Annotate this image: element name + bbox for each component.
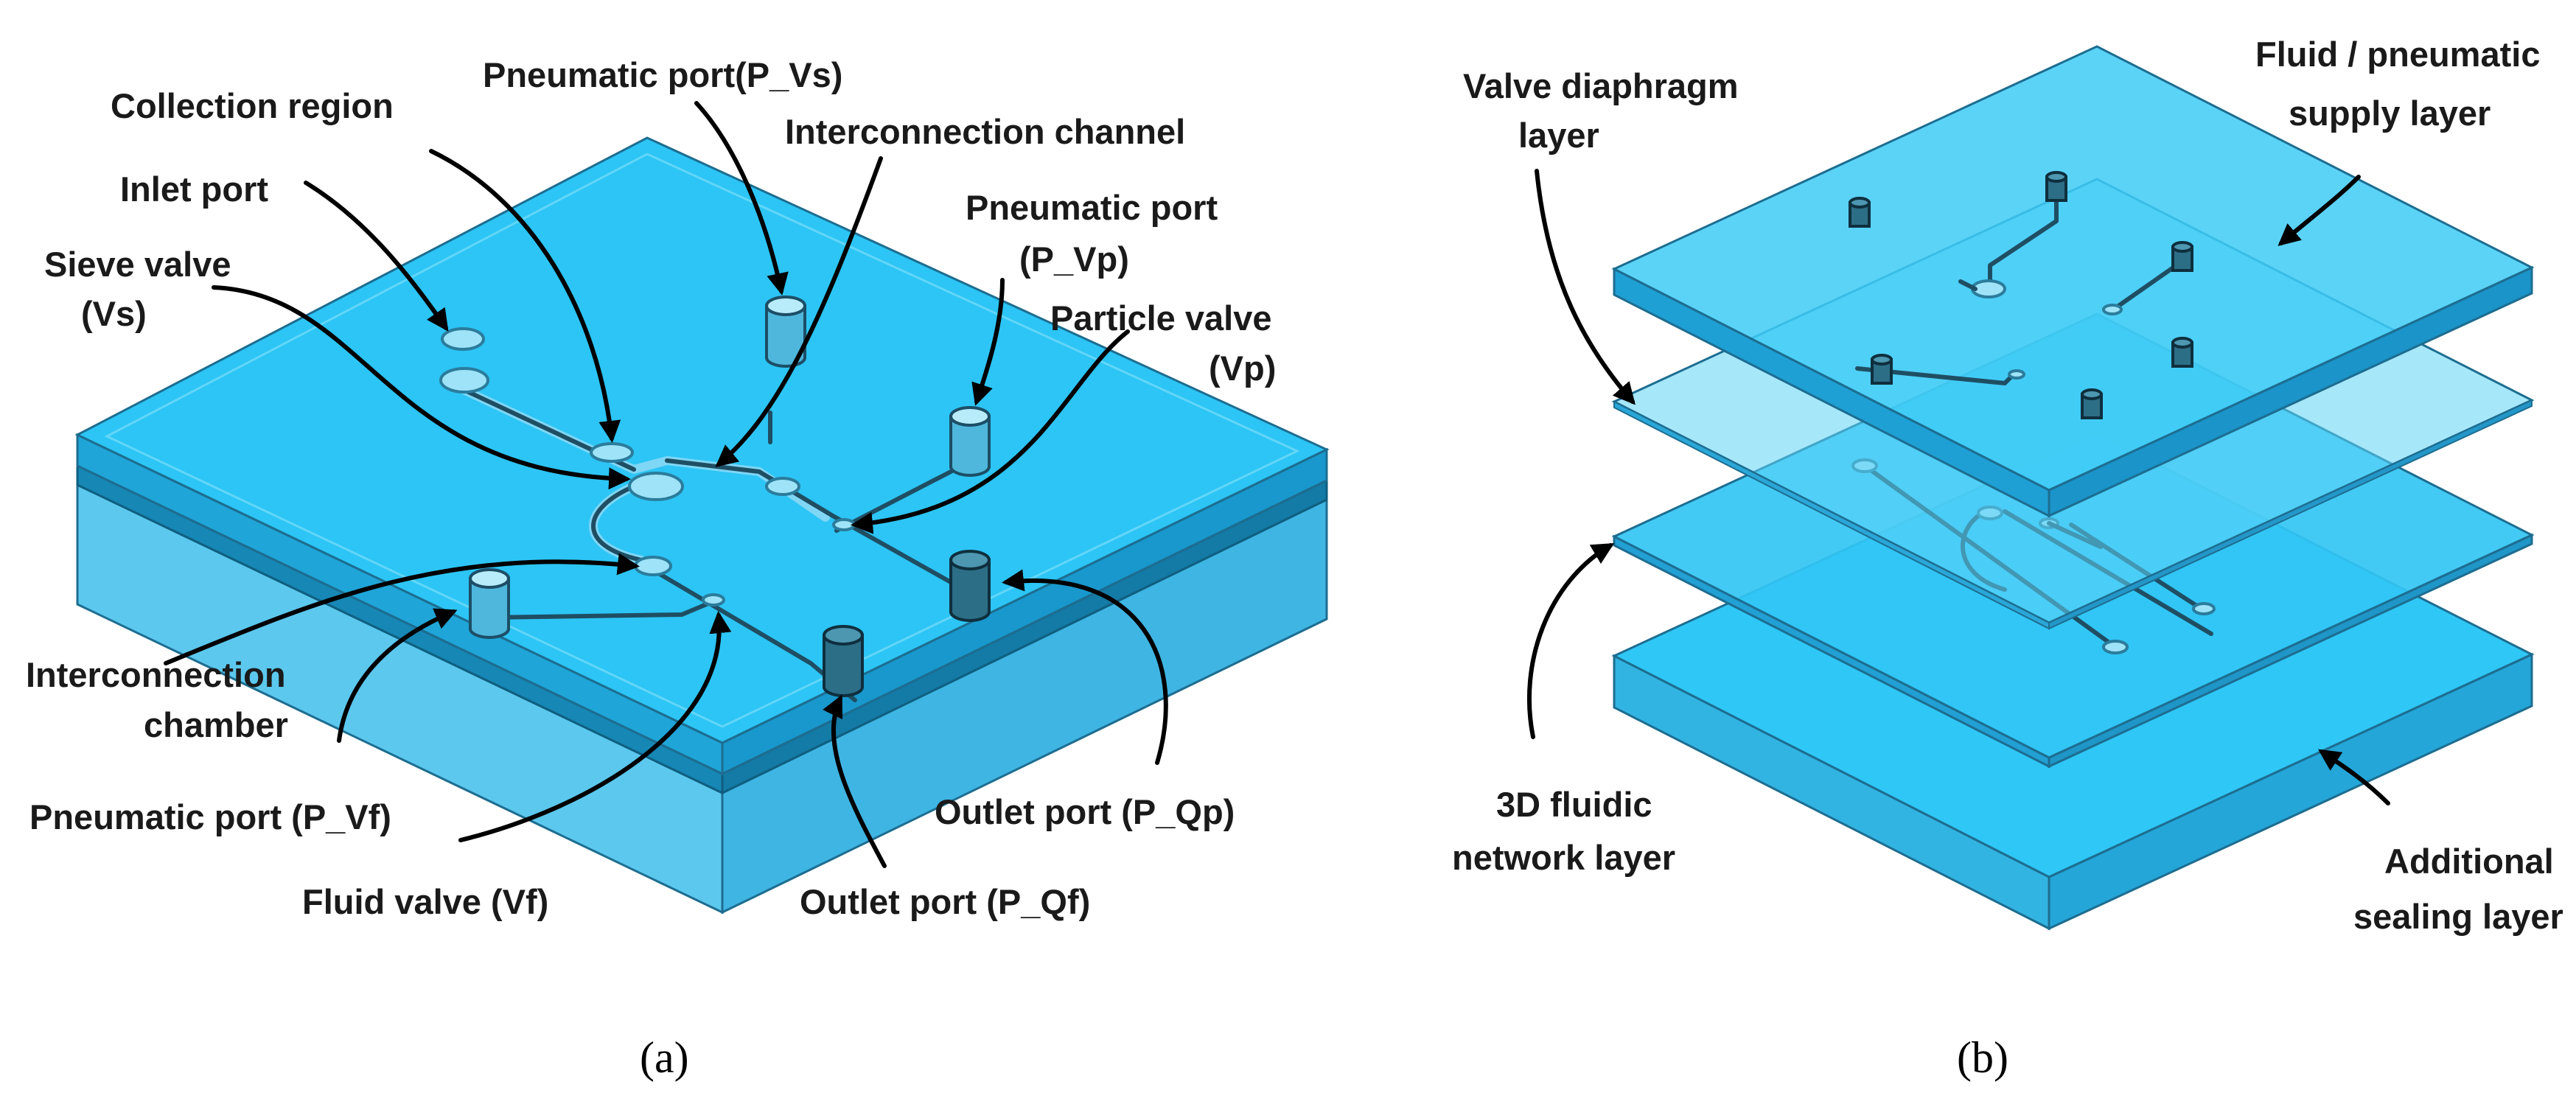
arrow-fluid-valve (458, 611, 732, 842)
arrow-interconnection-chamber (164, 553, 640, 665)
label-pneumatic-port-vp-line1: Pneumatic port (966, 188, 1218, 227)
arrow-pneumatic-port-vp (971, 278, 1005, 406)
interconnection-chamber (634, 556, 672, 576)
caption-b: (b) (1957, 1033, 2008, 1082)
arrow-collection-region (429, 149, 621, 443)
panel-b-arrows (1526, 169, 2390, 805)
arrow-pneumatic-port-vf (337, 608, 458, 743)
outlet-port-qf-cylinder (823, 625, 864, 697)
particle-valve-small (832, 518, 856, 531)
label-sieve-valve-line1: Sieve valve (44, 245, 231, 284)
label-fluid-valve: Fluid valve (Vf) (302, 882, 548, 921)
panel-b-exploded-layers: Valve diaphragm layer Fluid / pneumatic … (1452, 35, 2563, 1082)
panel-a-arrows (164, 101, 1168, 868)
arrow-sieve-valve (212, 285, 631, 490)
label-fluidic-network-line2: network layer (1452, 838, 1675, 877)
sieve-valve-chamber (628, 472, 684, 501)
label-valve-diaphragm-line2: layer (1518, 116, 1599, 155)
label-sieve-valve-line2: (Vs) (81, 294, 147, 333)
label-collection-region: Collection region (111, 86, 394, 125)
arrow-pneumatic-port-vs (694, 101, 789, 296)
arrow-fluidic-network (1526, 542, 1615, 739)
pneumatic-port-vp-cylinder (949, 406, 991, 477)
label-pneumatic-port-vs: Pneumatic port(P_Vs) (483, 55, 842, 94)
arrow-interconnection-channel (715, 156, 883, 467)
arrow-supply-layer (2277, 175, 2361, 246)
supply-cylinders (1849, 171, 2193, 419)
label-sealing-line2: sealing layer (2353, 897, 2563, 936)
arrow-valve-diaphragm (1535, 169, 1636, 405)
label-particle-valve-line2: (Vp) (1209, 349, 1276, 388)
label-interconnection-chamber-line2: chamber (144, 705, 288, 744)
label-interconnection-channel: Interconnection channel (785, 112, 1185, 151)
label-outlet-port-qf: Outlet port (P_Qf) (800, 882, 1090, 921)
label-pneumatic-port-vf: Pneumatic port (P_Vf) (29, 797, 391, 836)
inlet-port-lower (439, 367, 489, 394)
pneumatic-port-vf-cylinder (469, 568, 510, 639)
caption-a: (a) (640, 1033, 689, 1082)
outlet-port-qp-cylinder (949, 550, 991, 622)
arrow-particle-valve (851, 329, 1130, 534)
label-interconnection-chamber-line1: Interconnection (26, 655, 286, 694)
label-outlet-port-qp: Outlet port (P_Qp) (935, 792, 1235, 831)
fluid-valve-ring (702, 593, 725, 607)
arrow-outlet-port-qf (823, 694, 887, 868)
inlet-port (441, 327, 485, 351)
label-pneumatic-port-vp-line2: (P_Vp) (1019, 240, 1129, 279)
arrow-sealing-layer (2318, 749, 2390, 805)
arrow-outlet-port-qp (1002, 569, 1168, 765)
label-fluidic-network-line1: 3D fluidic (1496, 785, 1652, 824)
label-particle-valve-line1: Particle valve (1050, 298, 1272, 338)
arrow-inlet-port (304, 181, 449, 332)
panel-a-assembled-chip: Collection region Pneumatic port(P_Vs) I… (26, 55, 1330, 1082)
pneumatic-port-vs-cylinder (765, 296, 806, 368)
chip-top-inner-edge (104, 153, 1300, 728)
label-supply-line1: Fluid / pneumatic (2255, 35, 2540, 74)
label-valve-diaphragm-line1: Valve diaphragm (1463, 66, 1739, 105)
label-sealing-line1: Additional (2384, 842, 2554, 881)
label-supply-line2: supply layer (2289, 94, 2491, 133)
label-inlet-port: Inlet port (120, 169, 268, 209)
particle-valve-chamber (765, 477, 800, 496)
collection-region (590, 442, 634, 463)
supply-layer (1611, 45, 2535, 518)
